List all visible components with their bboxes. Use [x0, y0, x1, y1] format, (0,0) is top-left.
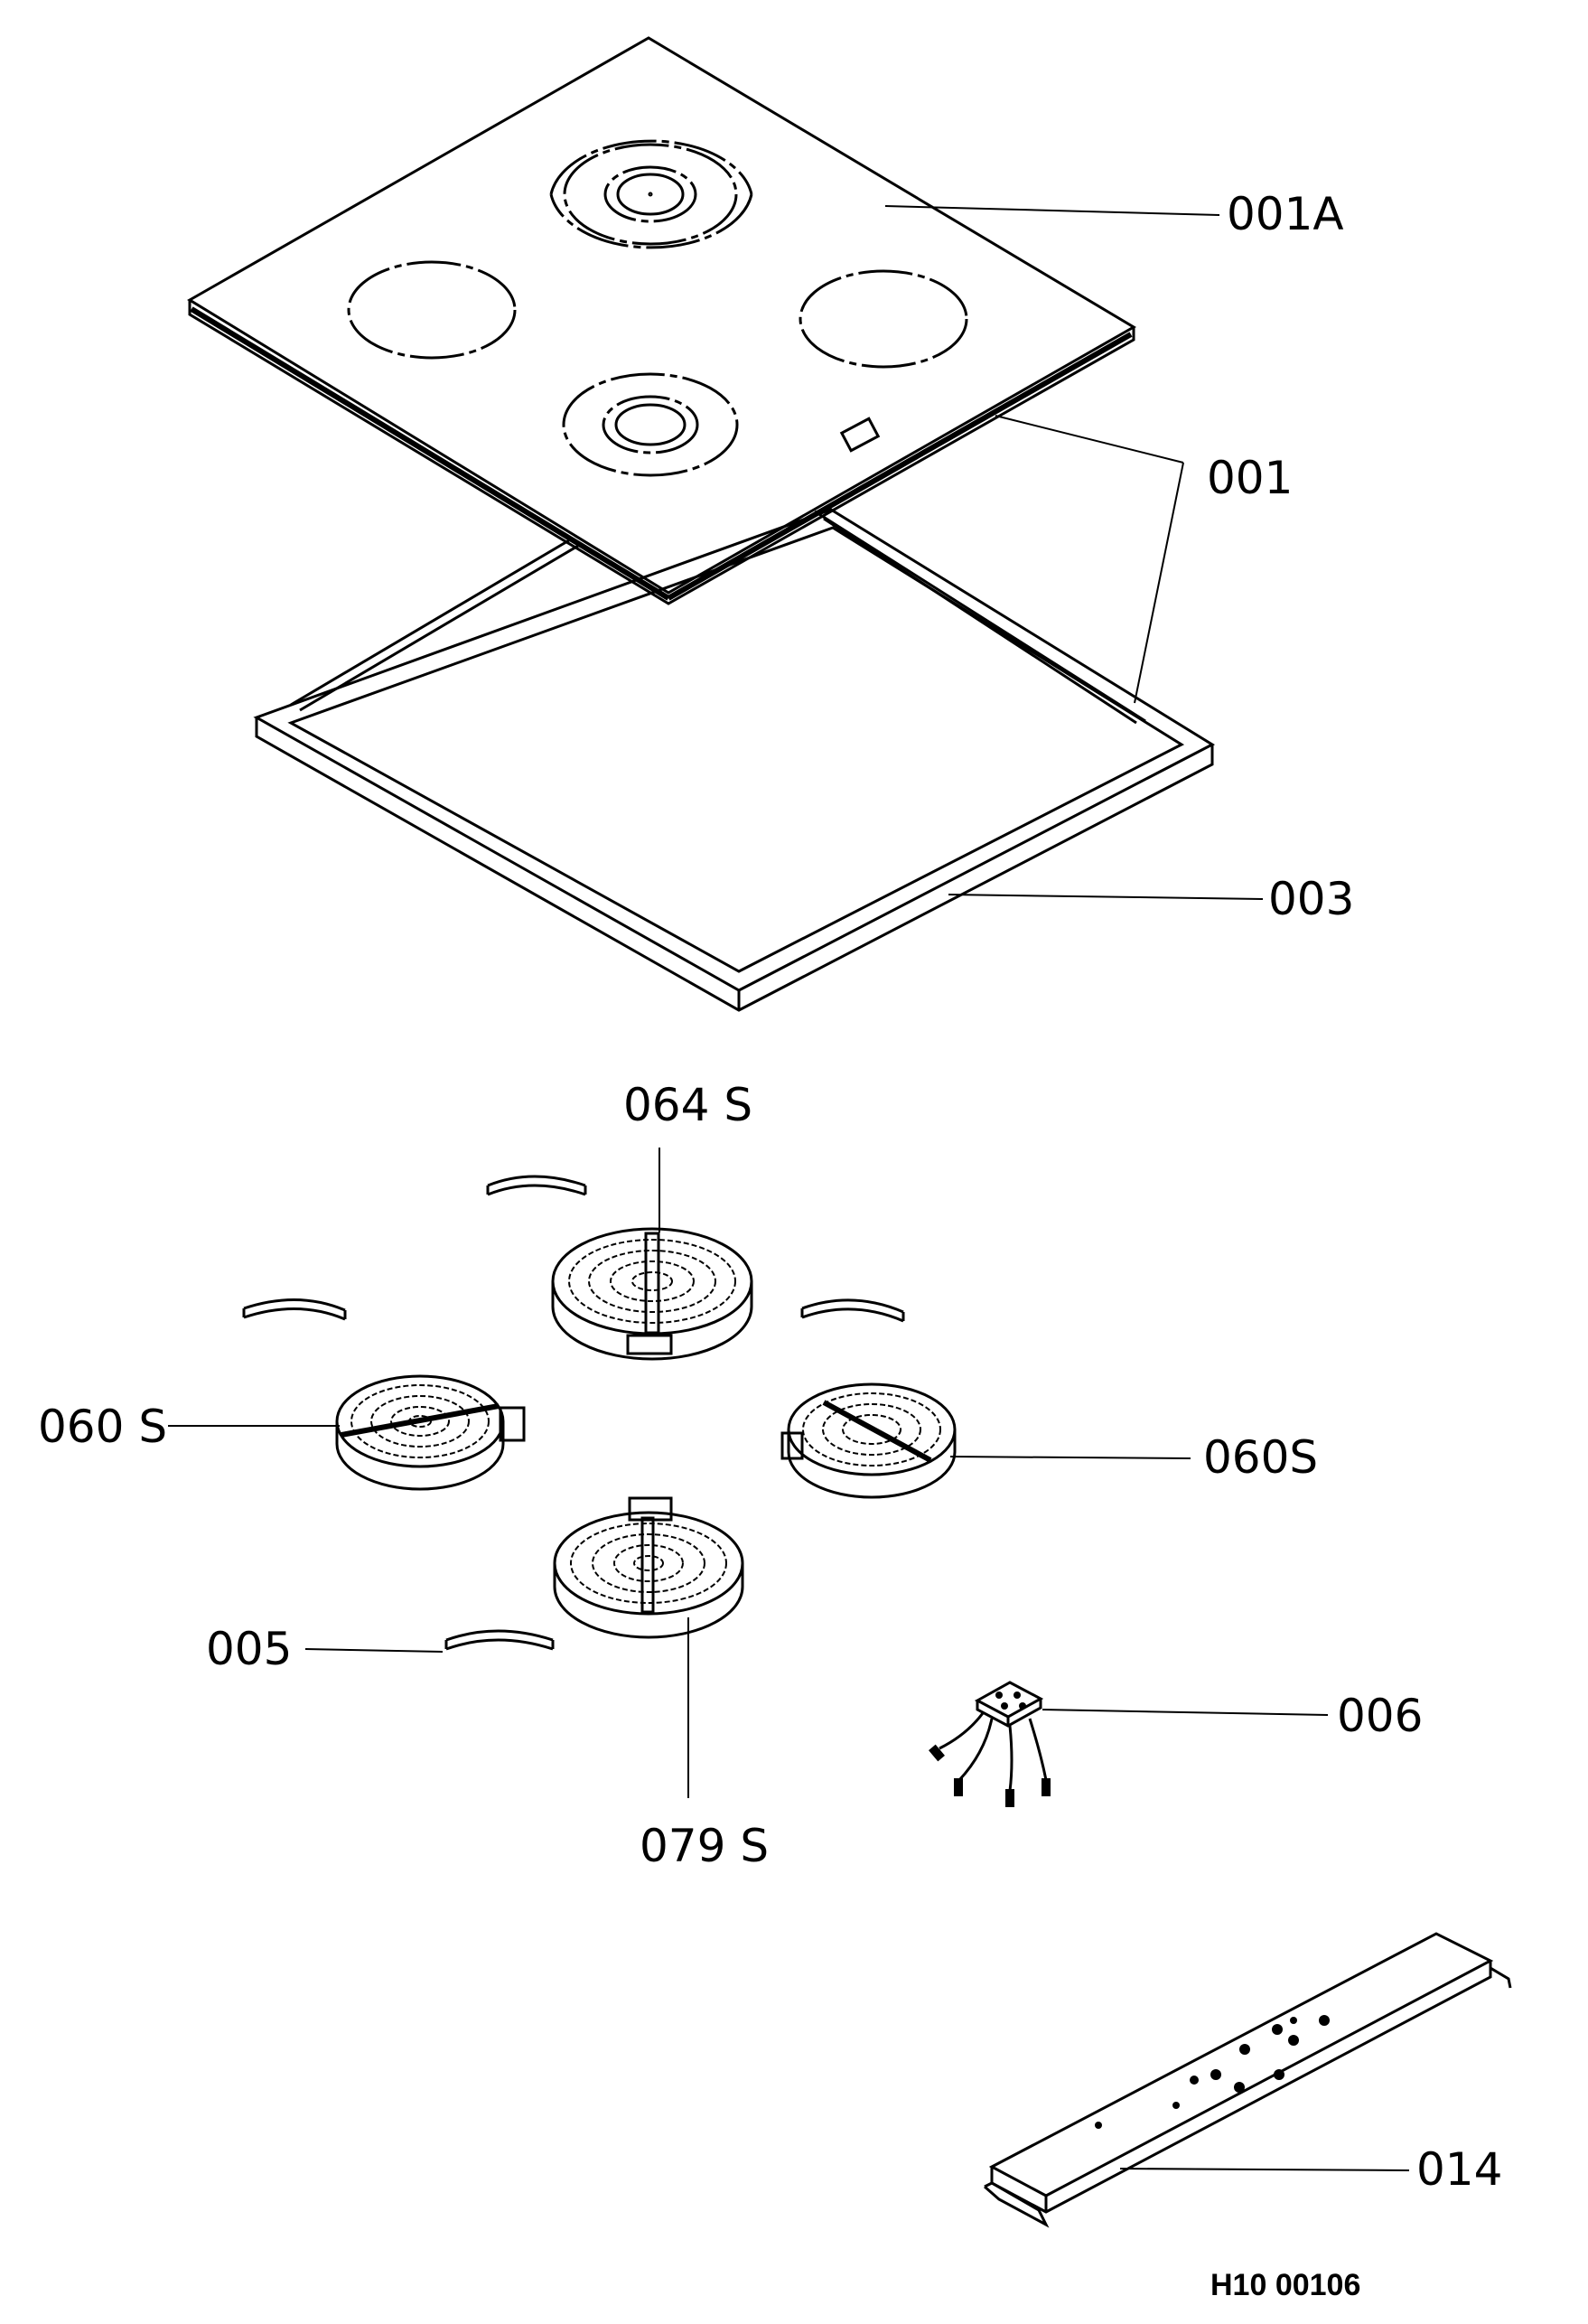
terminal-block	[929, 1681, 1051, 1807]
heating-element-bottom	[553, 1496, 744, 1639]
zone-left	[347, 260, 517, 360]
bracket-clip-bottom	[444, 1629, 555, 1651]
zone-front	[562, 372, 739, 477]
bracket-clip-right	[800, 1298, 905, 1323]
heating-element-left	[335, 1374, 526, 1491]
label-014: 014	[1416, 2143, 1502, 2196]
bracket-clip-top	[486, 1175, 587, 1196]
label-064S: 064 S	[623, 1079, 752, 1131]
label-060S-left: 060 S	[38, 1401, 167, 1453]
label-079S: 079 S	[640, 1820, 769, 1872]
drawing-reference: H10 00106	[1210, 2268, 1360, 2302]
label-006: 006	[1337, 1690, 1423, 1742]
bracket-clip-left	[242, 1298, 347, 1321]
glass-cooktop	[187, 36, 1136, 605]
label-003: 003	[1268, 873, 1354, 925]
label-005: 005	[206, 1623, 292, 1675]
zone-right	[799, 269, 968, 369]
zone-rear-large	[549, 139, 753, 249]
frame-003	[253, 508, 1216, 1012]
indicator-window	[839, 417, 881, 453]
leader-lines	[168, 205, 1410, 2171]
label-060S-right: 060S	[1203, 1431, 1318, 1484]
heating-element-top	[551, 1227, 753, 1361]
label-001A: 001A	[1227, 188, 1344, 240]
heating-element-right	[780, 1382, 957, 1499]
label-001: 001	[1207, 452, 1293, 504]
support-rail	[984, 1932, 1512, 2228]
